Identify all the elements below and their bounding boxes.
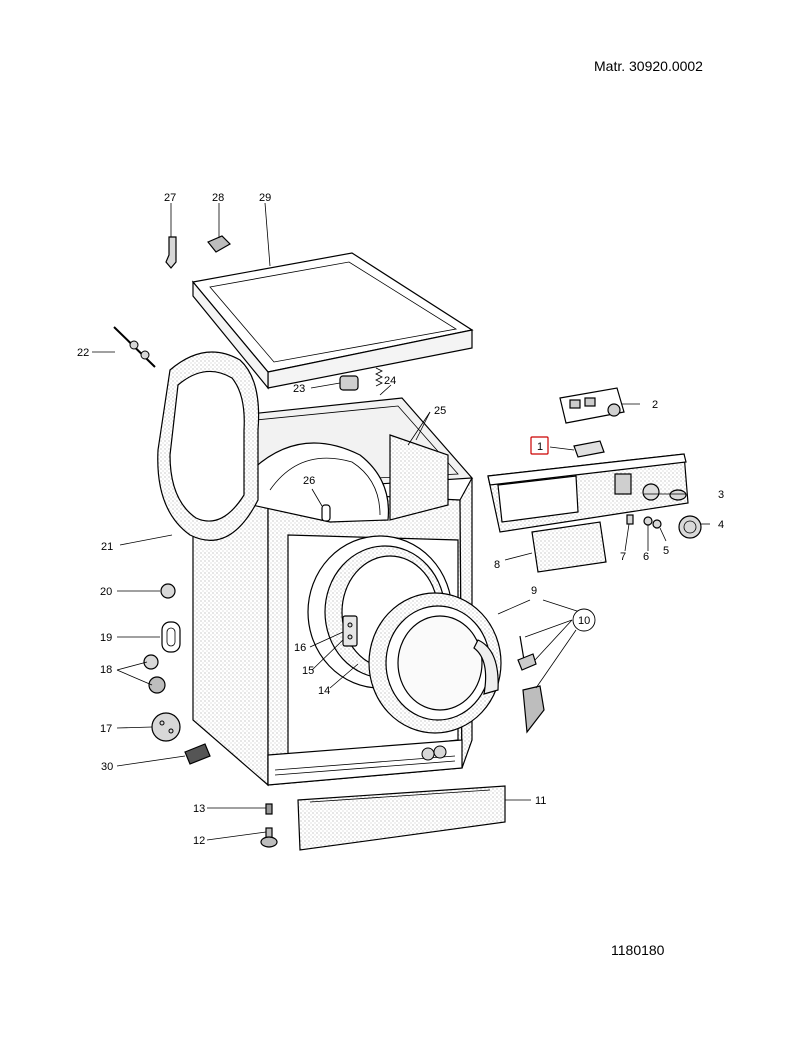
callout-circle-10 xyxy=(572,608,596,632)
part-label-23: 23 xyxy=(293,383,305,395)
rear-seal xyxy=(157,351,260,541)
highlight-box xyxy=(530,436,549,455)
part-label-14: 14 xyxy=(318,685,330,697)
part-label-2: 2 xyxy=(652,399,658,411)
door xyxy=(368,592,502,734)
part-label-17: 17 xyxy=(100,723,112,735)
part-label-8: 8 xyxy=(494,559,500,571)
part-label-7: 7 xyxy=(620,551,626,563)
part-label-13: 13 xyxy=(193,803,205,815)
part-label-4: 4 xyxy=(718,519,724,531)
part-label-18: 18 xyxy=(100,664,112,676)
part-label-21: 21 xyxy=(101,541,113,553)
rear-arch xyxy=(251,442,390,523)
part-label-3: 3 xyxy=(718,489,724,501)
part-label-30: 30 xyxy=(101,761,113,773)
inner-wall xyxy=(389,434,449,521)
door-hinge xyxy=(342,615,358,647)
matr-code: Matr. 30920.0002 xyxy=(594,58,703,74)
part-label-1: 1 xyxy=(537,441,543,453)
part-label-6: 6 xyxy=(643,551,649,563)
part-label-9: 9 xyxy=(531,585,537,597)
small-parts xyxy=(113,235,545,851)
part-label-20: 20 xyxy=(100,586,112,598)
control-panel xyxy=(487,387,702,573)
part-label-24: 24 xyxy=(384,375,396,387)
part-label-5: 5 xyxy=(663,545,669,557)
part-label-19: 19 xyxy=(100,632,112,644)
part-label-11: 11 xyxy=(535,795,546,807)
part-label-26: 26 xyxy=(303,475,315,487)
part-label-27: 27 xyxy=(164,192,176,204)
part-label-28: 28 xyxy=(212,192,224,204)
part-label-12: 12 xyxy=(193,835,205,847)
part-label-15: 15 xyxy=(302,665,314,677)
part-label-10: 10 xyxy=(578,615,590,627)
bottom-vent xyxy=(267,739,463,786)
part-label-25: 25 xyxy=(434,405,446,417)
drawing-code: 1180180 xyxy=(611,942,665,958)
top-lid xyxy=(191,252,474,390)
part-label-29: 29 xyxy=(259,192,271,204)
callouts: 27 28 29 22 23 24 25 26 21 20 19 18 17 3… xyxy=(77,192,724,847)
part-label-16: 16 xyxy=(294,642,306,654)
part-label-22: 22 xyxy=(77,347,89,359)
